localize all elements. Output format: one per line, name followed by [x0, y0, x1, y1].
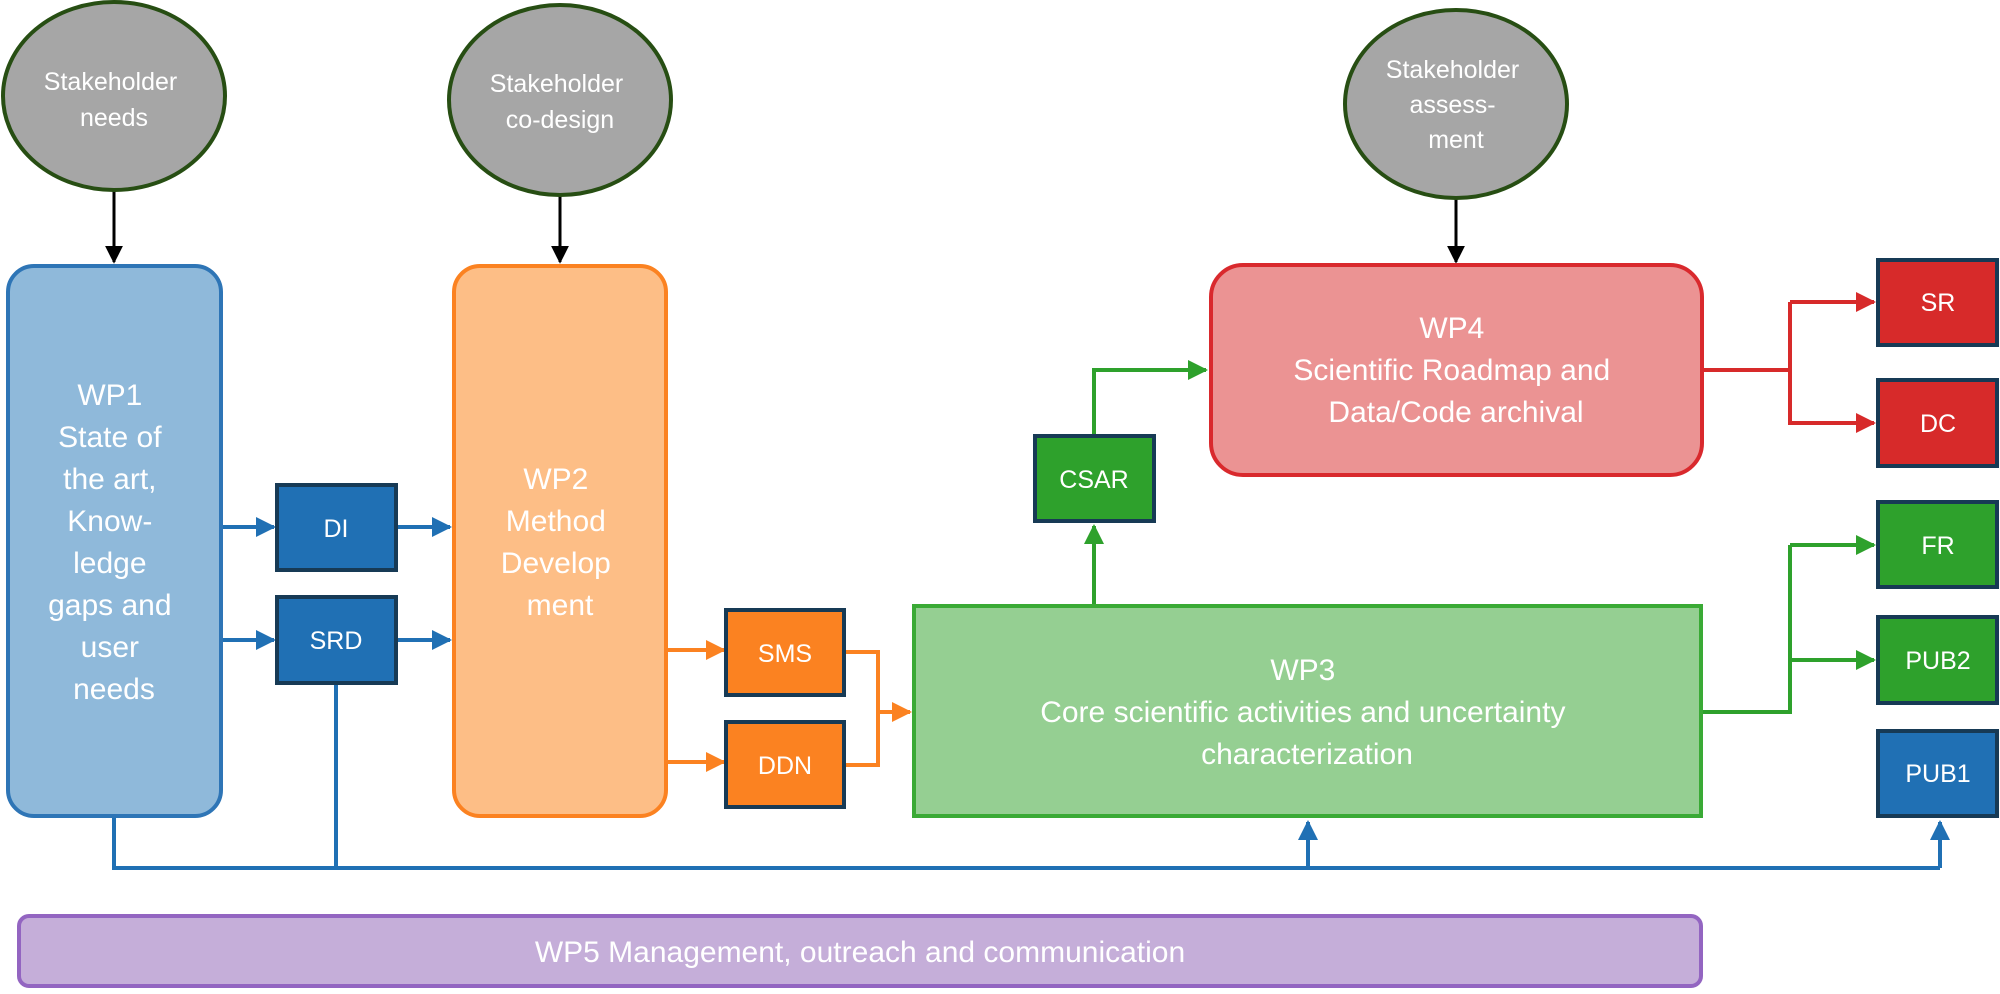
- wp2-box: WP2 Method Develop ment: [452, 264, 668, 818]
- wp4-box: WP4 Scientific Roadmap and Data/Code arc…: [1209, 263, 1704, 477]
- deliverable-pub2: PUB2: [1876, 615, 1999, 705]
- link-wp3-out: [1702, 545, 1792, 714]
- deliverable-srd: SRD: [275, 595, 398, 685]
- di-rect: [275, 483, 398, 572]
- fr-label: FR: [1921, 532, 1954, 560]
- pub2-label: PUB2: [1905, 647, 1970, 675]
- sr-label: SR: [1921, 289, 1956, 317]
- csar-label: CSAR: [1059, 466, 1128, 494]
- dc-rect: [1876, 378, 1999, 468]
- csar-rect: [1033, 434, 1156, 523]
- sms-label: SMS: [758, 640, 812, 668]
- stakeholder-codesign: Stakeholder co-design: [447, 3, 673, 197]
- deliverable-pub1: PUB1: [1876, 729, 1999, 818]
- bus-wp1-down: [112, 818, 1940, 870]
- connectors: [105, 190, 1950, 870]
- srd-rect: [275, 595, 398, 685]
- wp3-rect: [912, 604, 1703, 818]
- arrow-csar-to-wp4: [1092, 360, 1208, 434]
- wp1-box: WP1 State of the art, Know- ledge gaps a…: [6, 264, 223, 818]
- deliverable-csar: CSAR: [1033, 434, 1156, 523]
- arrow-wp4-to-dc: [1788, 370, 1876, 433]
- stakeholder-needs-ellipse: [1, 0, 227, 192]
- link-sms-out: [845, 650, 880, 712]
- wp1-rect: [6, 264, 223, 818]
- stakeholder-needs-label: Stakeholder needs: [44, 68, 184, 132]
- di-label: DI: [324, 515, 349, 543]
- srd-label: SRD: [310, 627, 363, 655]
- dc-label: DC: [1920, 410, 1956, 438]
- sr-rect: [1876, 258, 1999, 347]
- wp2-rect: [452, 264, 668, 818]
- wp2-label: WP2 Method Develop ment: [501, 463, 619, 622]
- stakeholder-codesign-ellipse: [447, 3, 673, 197]
- wp4-rect: [1209, 263, 1704, 477]
- link-ddn-out: [845, 712, 880, 767]
- pub2-rect: [1876, 615, 1999, 705]
- stakeholder-codesign-label: Stakeholder co-design: [490, 70, 630, 134]
- wp4-label: WP4 Scientific Roadmap and Data/Code arc…: [1293, 312, 1618, 429]
- wp5-rect: [17, 914, 1703, 988]
- deliverable-sr: SR: [1876, 258, 1999, 347]
- ddn-label: DDN: [758, 752, 812, 780]
- stakeholder-assessment: Stakeholder assess- ment: [1343, 8, 1569, 200]
- stakeholder-assessment-label: Stakeholder assess- ment: [1386, 56, 1526, 154]
- link-wp4-out: [1702, 302, 1792, 372]
- deliverable-dc: DC: [1876, 378, 1999, 468]
- pub1-rect: [1876, 729, 1999, 818]
- pub1-label: PUB1: [1905, 760, 1970, 788]
- wp1-label: WP1 State of the art, Know- ledge gaps a…: [48, 379, 180, 706]
- wp3-box: WP3 Core scientific activities and uncer…: [912, 604, 1703, 818]
- sms-rect: [724, 608, 846, 697]
- wp5-label: WP5 Management, outreach and communicati…: [535, 936, 1185, 969]
- wp5-box: WP5 Management, outreach and communicati…: [17, 914, 1703, 988]
- ddn-rect: [724, 720, 846, 809]
- deliverable-di: DI: [275, 483, 398, 572]
- stakeholder-needs: Stakeholder needs: [1, 0, 227, 192]
- wp3-label: WP3 Core scientific activities and uncer…: [1040, 654, 1574, 771]
- deliverable-ddn: DDN: [724, 720, 846, 809]
- deliverable-sms: SMS: [724, 608, 846, 697]
- stakeholder-assessment-ellipse: [1343, 8, 1569, 200]
- deliverable-fr: FR: [1876, 500, 1999, 589]
- fr-rect: [1876, 500, 1999, 589]
